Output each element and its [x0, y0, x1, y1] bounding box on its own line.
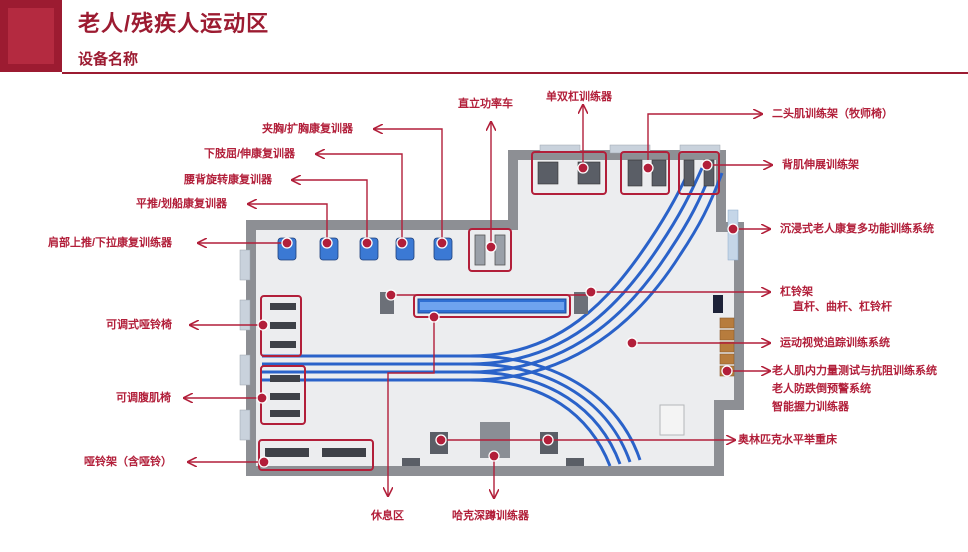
back-extension-highlight: [678, 151, 720, 195]
header-accent-block: [0, 0, 62, 72]
label-fall-warning: 老人防跌倒预警系统: [772, 383, 871, 395]
label-barbell-types: 直杆、曲杆、杠铃杆: [793, 301, 892, 313]
running-track: [262, 164, 724, 467]
balance-walkway: [417, 298, 567, 314]
label-visual-tracking: 运动视觉追踪训练系统: [780, 337, 890, 349]
label-barbell-rack: 杠铃架: [780, 286, 813, 298]
label-olympic-bench: 奥林匹克水平举重床: [738, 434, 837, 446]
parallel-bar-highlight: [531, 151, 607, 195]
label-dumbbell-rack: 哑铃架（含哑铃）: [84, 456, 172, 468]
label-ab-bench: 可调腹肌椅: [116, 392, 171, 404]
label-hack-squat: 哈克深蹲训练器: [452, 510, 529, 522]
label-rest-area: 休息区: [371, 510, 404, 522]
label-chest-trainer: 夹胸/扩胸康复训器: [262, 123, 354, 135]
label-shoulder-press: 肩部上推/下拉康复训练器: [48, 237, 173, 249]
bikes-highlight: [468, 228, 512, 272]
leader-lines: [184, 105, 772, 498]
benches-left: [270, 303, 300, 417]
dumbbell-rack: [265, 448, 366, 457]
page-subtitle: 设备名称: [78, 51, 139, 68]
label-strength-test: 老人肌内力量测试与抗阻训练系统: [772, 365, 937, 377]
label-biceps-bench: 二头肌训练架（牧师椅）: [772, 108, 893, 120]
top-equipment: [537, 159, 715, 187]
label-push-row: 平推/划船康复训器: [136, 198, 228, 210]
label-leg-trainer: 下肢屈/伸康复训器: [204, 148, 296, 160]
label-back-rotation: 腰背旋转康复训器: [184, 174, 272, 186]
dumbbell-rack-highlight: [258, 439, 374, 471]
curl-bench-highlight: [620, 151, 670, 195]
label-grip-trainer: 智能握力训练器: [772, 401, 849, 413]
label-immersive-system: 沉浸式老人康复多功能训练系统: [780, 223, 934, 235]
page-title: 老人/残疾人运动区: [78, 11, 270, 36]
label-parallel-bars: 单双杠训练器: [546, 91, 612, 103]
label-back-extension: 背肌伸展训练架: [782, 159, 859, 171]
marker-dots: [256, 159, 739, 468]
label-upright-bike: 直立功率车: [458, 98, 513, 110]
label-dumbbell-bench: 可调式哑铃椅: [106, 319, 172, 331]
header-divider: [62, 72, 968, 74]
